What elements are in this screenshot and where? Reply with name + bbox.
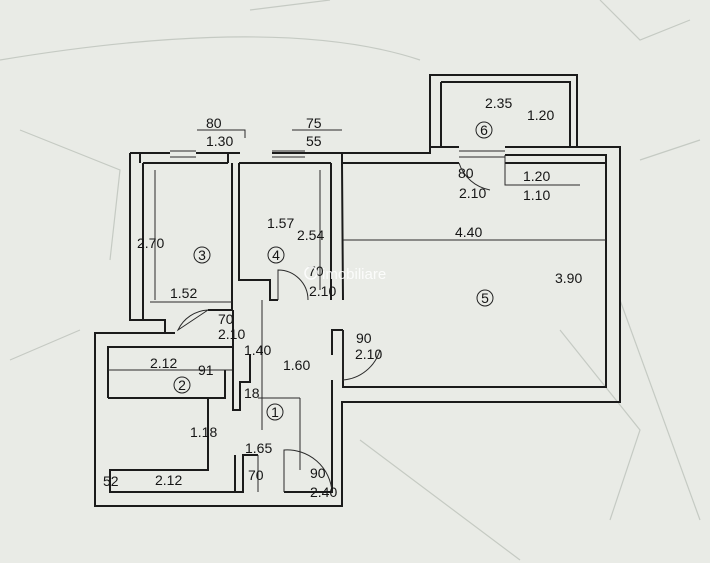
room-1-dim-c: 1.65 [245, 440, 272, 456]
room-4-marker [267, 246, 285, 264]
room-2-dim-a: 2.12 [150, 355, 177, 371]
room-markers: 3 4 5 6 2 1 [173, 121, 494, 421]
door-room6-height: 2.10 [459, 185, 486, 201]
room-6-marker [475, 121, 493, 139]
door-swings [176, 162, 491, 493]
room-5-marker [476, 289, 494, 307]
window-labels: 80 1.30 75 55 1.20 1.10 [206, 115, 550, 203]
room-1-number: 1 [271, 404, 279, 420]
room-dimensions: 2.70 1.52 1.57 2.54 4.40 3.90 2.35 1.20 … [103, 95, 582, 489]
other-dimensions: 18 70 [244, 385, 264, 483]
watermark-text: imobiliare [322, 266, 386, 283]
window-3-height: 1.10 [523, 187, 550, 203]
room-3-height: 2.70 [137, 235, 164, 251]
room-4-width: 1.57 [267, 215, 294, 231]
room-2-number: 2 [178, 377, 186, 393]
room-6-width: 2.35 [485, 95, 512, 111]
watermark: imobiliare [304, 266, 386, 283]
room-1-dim-a: 1.40 [244, 342, 271, 358]
door-entrance-height: 2.40 [310, 484, 337, 500]
door-room3-height: 2.10 [218, 326, 245, 342]
wall-thickness-label: 18 [244, 385, 260, 401]
door-room4-height: 2.10 [309, 283, 336, 299]
room-2-marker [173, 376, 191, 394]
room-1-marker [266, 403, 284, 421]
room-6-height: 1.20 [527, 107, 554, 123]
room-2-dim-c: 1.18 [190, 424, 217, 440]
window-2-width: 75 [306, 115, 322, 131]
window-1-height: 1.30 [206, 133, 233, 149]
interior-lines [108, 129, 606, 492]
room-5-width: 4.40 [455, 224, 482, 240]
room-3-marker [193, 246, 211, 264]
room-3-width: 1.52 [170, 285, 197, 301]
door-room5-width: 90 [356, 330, 372, 346]
window-3-width: 1.20 [523, 168, 550, 184]
room-5-number: 5 [481, 290, 489, 306]
room-3-number: 3 [198, 247, 206, 263]
room-2-dim-e: 52 [103, 473, 119, 489]
watermark-logo-icon [304, 266, 318, 280]
window-2-height: 55 [306, 133, 322, 149]
door-room6-width: 80 [458, 165, 474, 181]
door-entrance-width: 90 [310, 465, 326, 481]
window-1-width: 80 [206, 115, 222, 131]
room-2-dim-b: 91 [198, 362, 214, 378]
room-1-dim-b: 1.60 [283, 357, 310, 373]
room-6-number: 6 [480, 122, 488, 138]
door-room3-width: 70 [218, 311, 234, 327]
room-5-height: 3.90 [555, 270, 582, 286]
room-4-number: 4 [272, 247, 280, 263]
room-4-height: 2.54 [297, 227, 324, 243]
door-room5-height: 2.10 [355, 346, 382, 362]
room-2-dim-d: 2.12 [155, 472, 182, 488]
niche-width-label: 70 [248, 467, 264, 483]
